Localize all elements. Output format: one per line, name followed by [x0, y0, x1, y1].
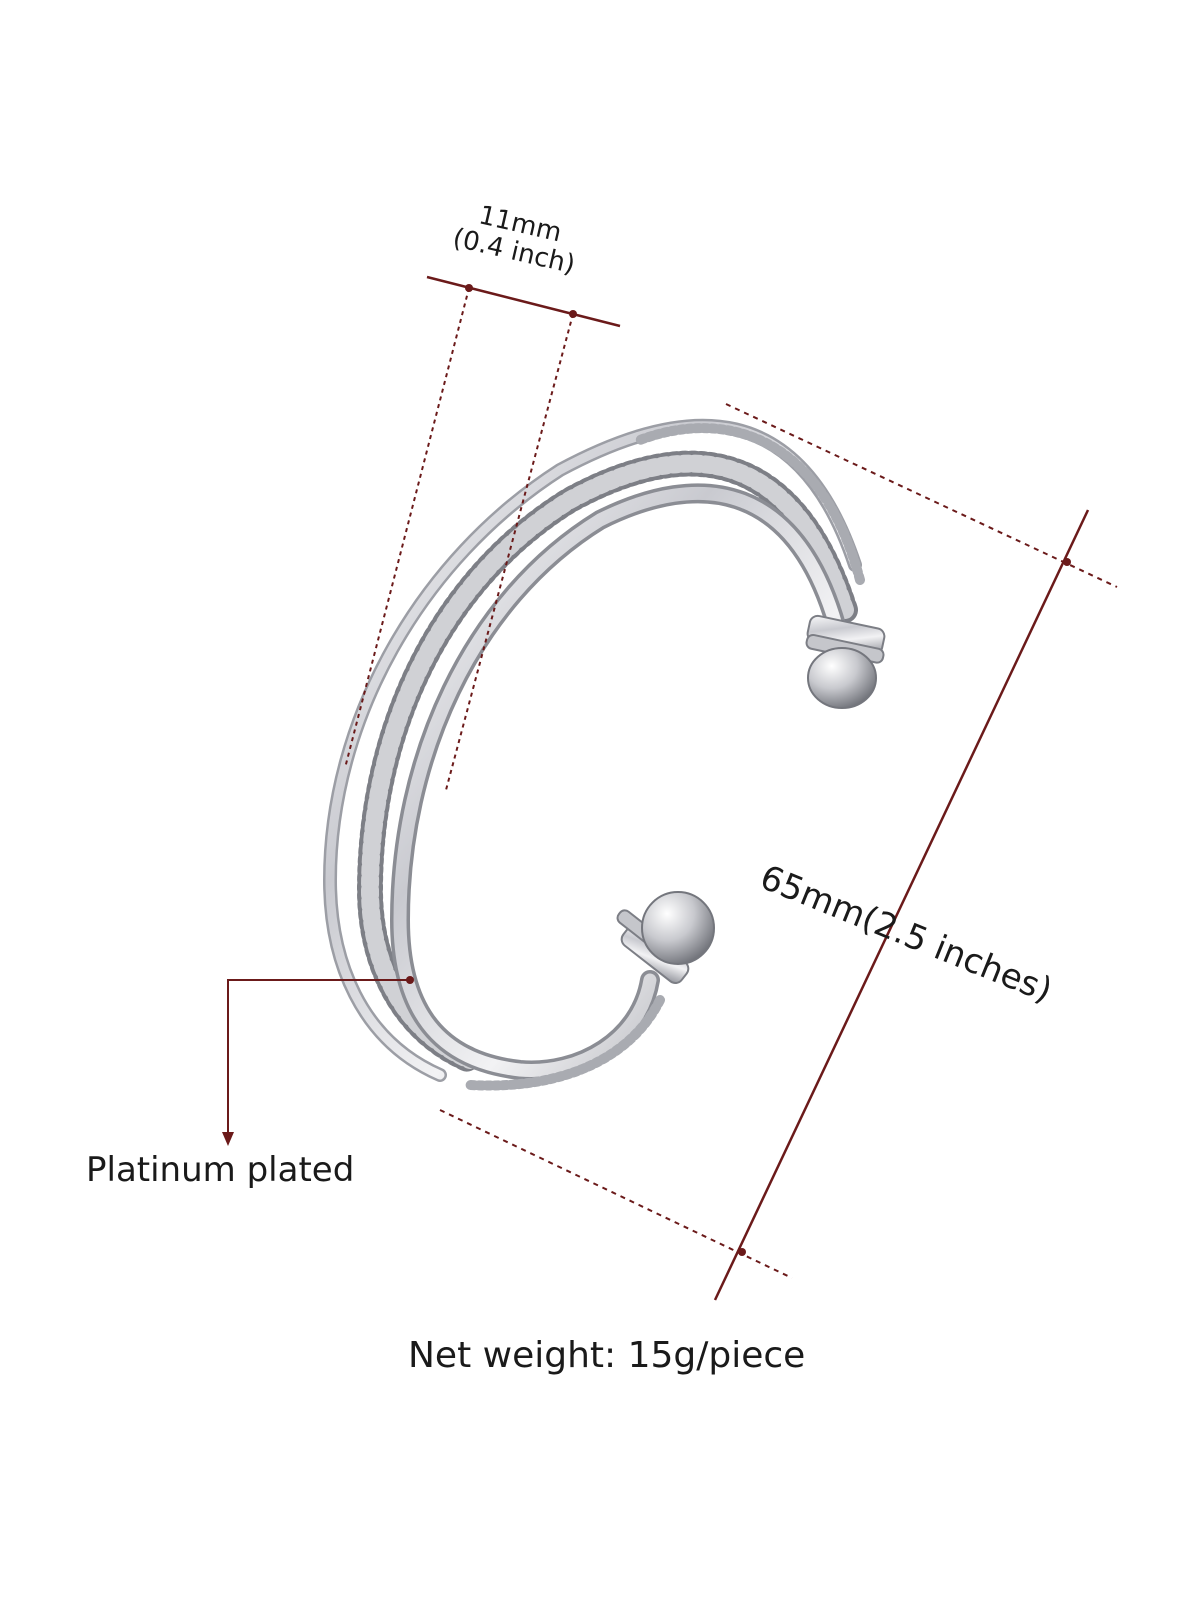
- bangle-rope-band: [635, 423, 865, 585]
- finish-label: Platinum plated: [86, 1150, 355, 1190]
- diameter-guide-top: [725, 403, 1118, 588]
- diameter-dimension-line: [713, 509, 1090, 1301]
- weight-label: Net weight: 15g/piece: [408, 1335, 806, 1376]
- end-cap-upper: [805, 614, 886, 709]
- width-guide-right: [445, 313, 574, 791]
- width-dimension-line: [426, 275, 621, 328]
- end-cap-lower: [616, 891, 715, 985]
- bangle: [322, 418, 886, 1091]
- bangle-coil-band: [356, 450, 858, 1073]
- finish-callout-line: [227, 979, 410, 1138]
- width-guide-left: [344, 287, 470, 769]
- dimension-lines: [222, 275, 1118, 1301]
